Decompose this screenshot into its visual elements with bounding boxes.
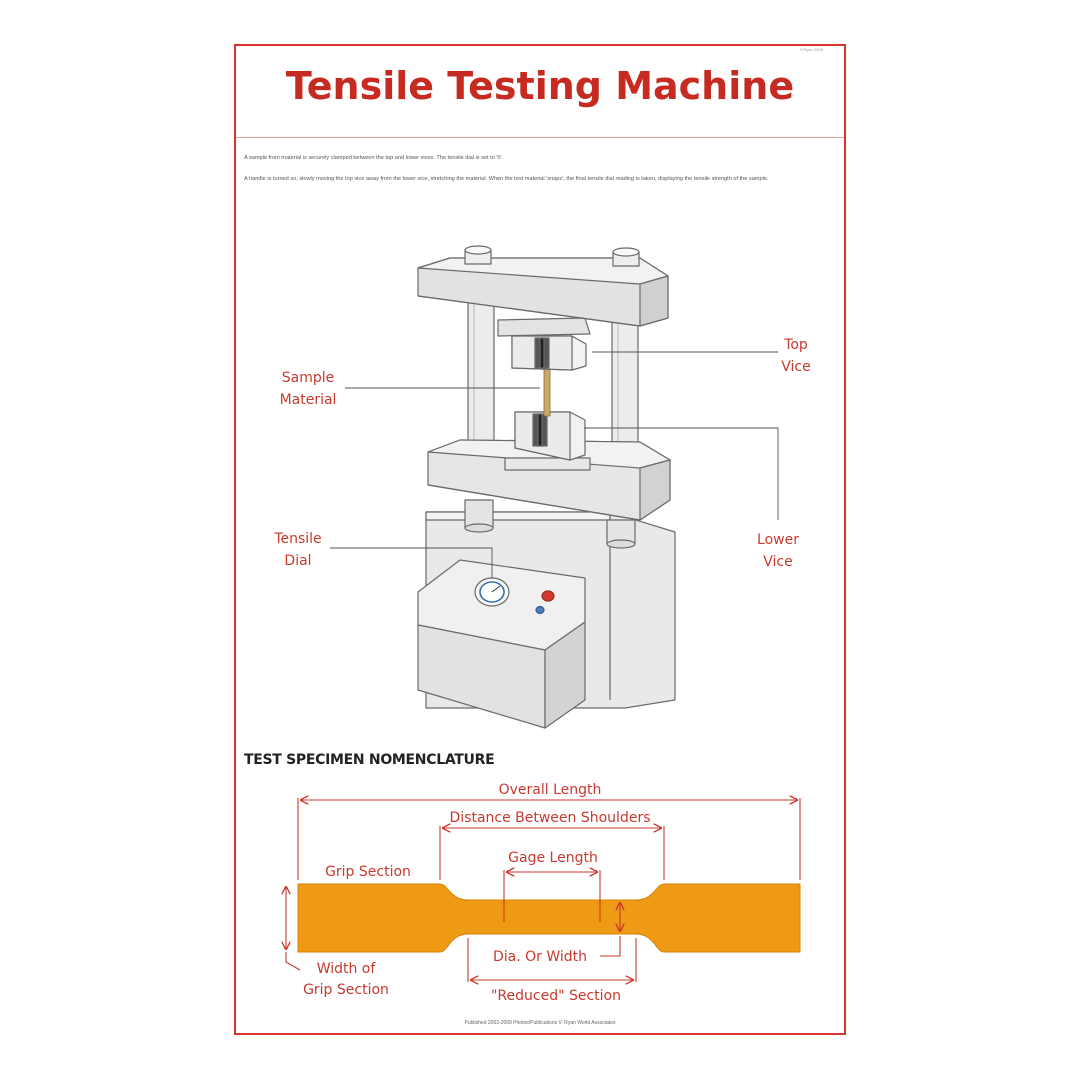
dia-width-leader (600, 936, 621, 957)
poster-corner-mark: V.Ryan 2003 (800, 47, 823, 52)
machine-labels: Sample Material Top Vice Tensile Dial Lo… (273, 337, 810, 570)
leader-lines (330, 351, 779, 578)
top-vice (497, 317, 591, 371)
intro-paragraph-2: A handle is turned so, slowly moving the… (244, 176, 769, 182)
label-width-of-grip-line1: Width of (317, 961, 377, 977)
control-buttons (535, 590, 555, 615)
label-overall-length: Overall Length (499, 782, 602, 798)
label-sample-material-line2: Material (280, 392, 337, 408)
machine-illustration (417, 245, 676, 729)
label-lower-vice-line2: Vice (763, 554, 792, 570)
poster-footer: Published 2003-2009 Photos/Publications … (464, 1020, 616, 1026)
section-title-specimen: TEST SPECIMEN NOMENCLATURE (244, 752, 495, 768)
title-divider (236, 137, 844, 138)
label-distance-between-shoulders: Distance Between Shoulders (449, 810, 650, 826)
grip-width-leader (285, 961, 301, 971)
control-box (417, 559, 586, 729)
poster-title: Tensile Testing Machine (285, 64, 795, 108)
top-crosshead (417, 245, 669, 327)
label-top-vice-line2: Vice (781, 359, 810, 375)
sample-material-strip (543, 365, 551, 417)
label-width-of-grip-line2: Grip Section (303, 982, 389, 998)
label-tensile-dial-line2: Dial (284, 553, 311, 569)
label-grip-section: Grip Section (325, 864, 411, 880)
label-top-vice-line1: Top (783, 337, 808, 353)
label-reduced-section: "Reduced" Section (491, 988, 621, 1004)
tensile-dial-leader (330, 547, 493, 578)
label-gage-length: Gage Length (508, 850, 598, 866)
tensile-dial-gauge (474, 577, 510, 607)
label-dia-or-width: Dia. Or Width (493, 949, 587, 965)
test-specimen-diagram: Overall Length Distance Between Shoulder… (285, 782, 801, 1004)
intro-paragraph-1: A sample from material is securely clamp… (244, 155, 504, 161)
label-sample-material-line1: Sample (282, 370, 335, 386)
label-tensile-dial-line1: Tensile (273, 531, 321, 547)
lower-vice-leader (584, 427, 779, 520)
specimen-dogbone-shape (297, 883, 801, 953)
label-lower-vice-line1: Lower (757, 532, 799, 548)
lower-vice (504, 411, 591, 471)
